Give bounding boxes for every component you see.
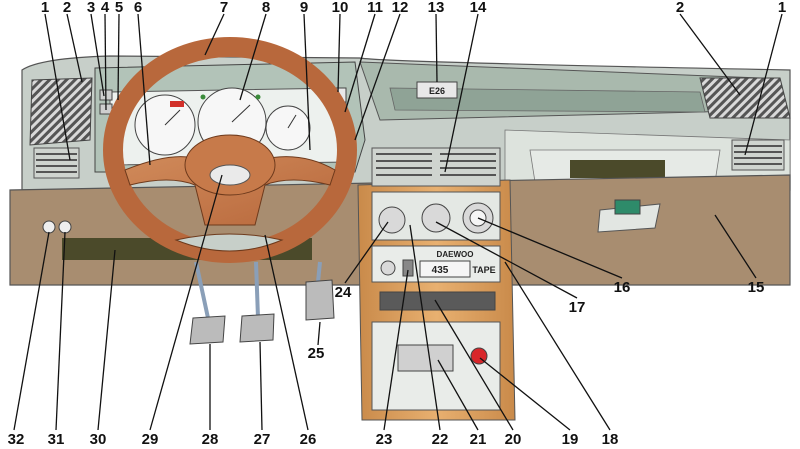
callout-7: 7 bbox=[220, 0, 228, 16]
callout-17: 17 bbox=[569, 299, 586, 316]
callout-4: 4 bbox=[101, 0, 110, 16]
callout-16: 16 bbox=[614, 279, 631, 296]
callout-21: 21 bbox=[470, 431, 487, 448]
callout-2-right: 2 bbox=[676, 0, 684, 16]
leader-lines bbox=[13, 13, 783, 431]
callout-2-left: 2 bbox=[63, 0, 71, 16]
callout-19: 19 bbox=[562, 431, 579, 448]
right-side-vent bbox=[731, 139, 785, 171]
center-air-vents bbox=[371, 147, 501, 187]
callout-18: 18 bbox=[602, 431, 619, 448]
callout-3: 3 bbox=[87, 0, 95, 16]
callout-32: 32 bbox=[8, 431, 25, 448]
heater-knob-middle bbox=[421, 203, 451, 233]
console-storage-niche bbox=[379, 291, 496, 311]
callout-13: 13 bbox=[428, 0, 445, 16]
callout-9: 9 bbox=[300, 0, 308, 16]
left-grille bbox=[29, 77, 93, 146]
callout-14: 14 bbox=[470, 0, 487, 16]
callout-15: 15 bbox=[748, 279, 765, 296]
callout-1-right: 1 bbox=[778, 0, 786, 16]
callout-26: 26 bbox=[300, 431, 317, 448]
callout-28: 28 bbox=[202, 431, 219, 448]
callout-8: 8 bbox=[262, 0, 270, 16]
clock-readout: E26 bbox=[429, 86, 445, 96]
radio-display: 435 bbox=[432, 265, 449, 276]
left-switch-lower bbox=[58, 220, 72, 234]
callout-11: 11 bbox=[367, 0, 383, 16]
callout-5: 5 bbox=[115, 0, 123, 16]
ashtray bbox=[397, 344, 454, 372]
callout-20: 20 bbox=[505, 431, 522, 448]
callout-23: 23 bbox=[376, 431, 393, 448]
accelerator-pedal bbox=[305, 279, 335, 321]
callout-6: 6 bbox=[134, 0, 142, 16]
callout-30: 30 bbox=[90, 431, 107, 448]
callout-10: 10 bbox=[332, 0, 349, 16]
clutch-pedal bbox=[189, 315, 226, 345]
callout-25: 25 bbox=[308, 345, 325, 362]
callout-24: 24 bbox=[335, 284, 352, 301]
radio-brand: DAEWOO bbox=[437, 250, 474, 259]
left-side-vent bbox=[33, 147, 80, 179]
horn-emblem bbox=[209, 164, 251, 186]
brake-pedal bbox=[239, 313, 275, 343]
callout-numbers: 1 2 3 4 5 6 7 8 9 10 11 12 13 14 2 1 15 … bbox=[8, 0, 787, 448]
left-switch-upper bbox=[42, 220, 56, 234]
callout-1-left: 1 bbox=[41, 0, 49, 16]
callout-12: 12 bbox=[392, 0, 409, 16]
radio-mode: TAPE bbox=[472, 265, 495, 275]
callout-27: 27 bbox=[254, 431, 271, 448]
callout-29: 29 bbox=[142, 431, 159, 448]
steering-wheel bbox=[103, 37, 357, 263]
right-grille bbox=[699, 77, 791, 119]
callout-22: 22 bbox=[432, 431, 449, 448]
callout-31: 31 bbox=[48, 431, 65, 448]
